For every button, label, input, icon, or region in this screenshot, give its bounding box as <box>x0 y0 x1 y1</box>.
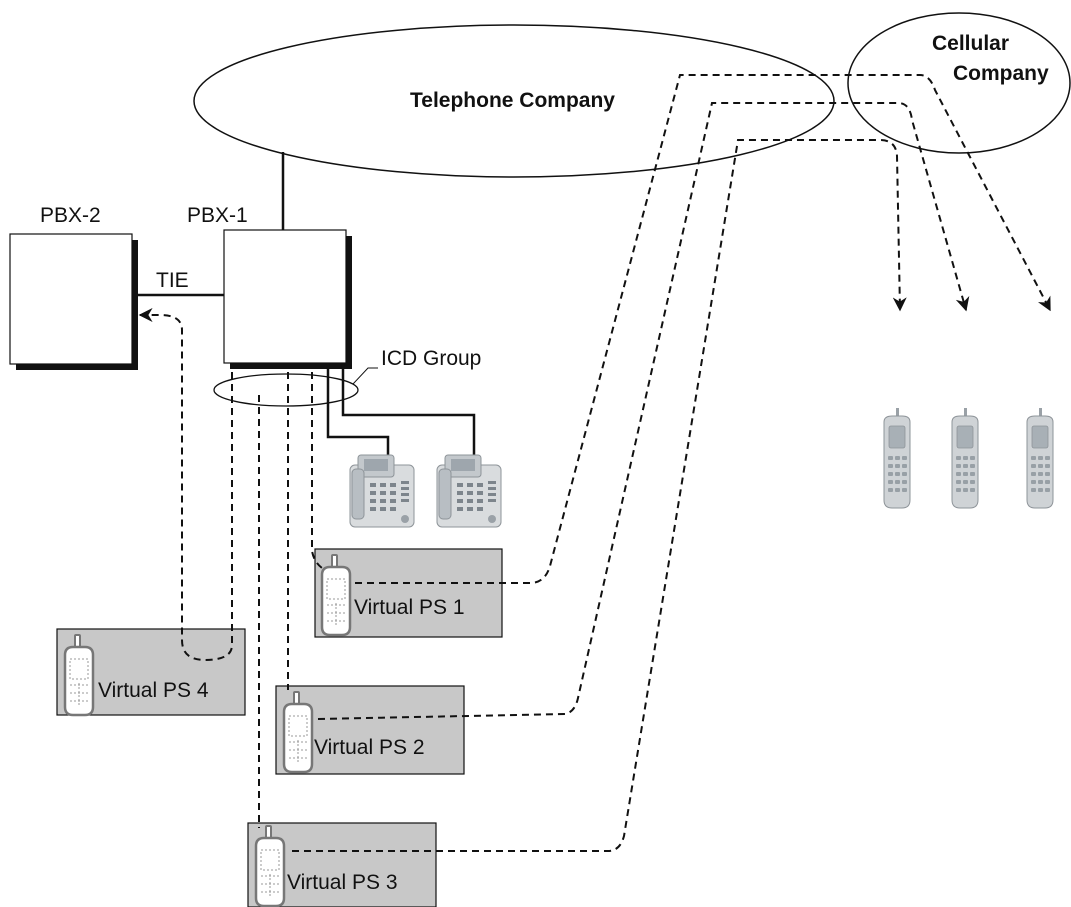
virtual-ps2-label: Virtual PS 2 <box>314 736 425 759</box>
pbx2-label: PBX-2 <box>40 204 101 227</box>
telephone-company-cloud <box>193 24 835 178</box>
call-path-ps2-to-cell2 <box>317 102 970 720</box>
icd-group-ellipse <box>213 373 359 407</box>
tie-label: TIE <box>156 269 189 292</box>
pbx2-box <box>9 233 133 365</box>
cellular-phone-icon-3 <box>1026 407 1054 509</box>
virtual-handset-icon-ps4 <box>63 633 95 717</box>
cellular-company-cloud <box>847 12 1071 154</box>
deskphone-line-1 <box>326 363 390 455</box>
icd-group-callout <box>352 367 378 385</box>
desk-phone-icon-1 <box>349 454 415 528</box>
call-path-ps4-to-pbx2 <box>138 308 233 662</box>
icd-group-label: ICD Group <box>381 347 481 370</box>
telephone-company-label: Telephone Company <box>410 89 615 112</box>
virtual-handset-icon-ps1 <box>320 553 352 637</box>
cellular-company-label-line2: Company <box>953 62 1049 85</box>
pbx1-box <box>223 229 347 364</box>
virtual-handset-icon-ps3 <box>254 824 286 907</box>
call-path-ps1-to-cell3 <box>355 74 1051 584</box>
virtual-ps3-label: Virtual PS 3 <box>287 871 398 894</box>
deskphone-line-2 <box>341 363 476 455</box>
virtual-ps4-label: Virtual PS 4 <box>98 679 209 702</box>
pbx1-label: PBX-1 <box>187 204 248 227</box>
call-path-ps3-to-cell1 <box>292 139 907 852</box>
virtual-ps1-label: Virtual PS 1 <box>354 596 465 619</box>
icd-member-line-ps1 <box>311 372 323 569</box>
cellular-phone-icon-1 <box>883 407 911 509</box>
desk-phone-icon-2 <box>436 454 502 528</box>
cellular-company-label-line1: Cellular <box>932 32 1009 55</box>
virtual-handset-icon-ps2 <box>282 690 314 774</box>
cellular-phone-icon-2 <box>951 407 979 509</box>
